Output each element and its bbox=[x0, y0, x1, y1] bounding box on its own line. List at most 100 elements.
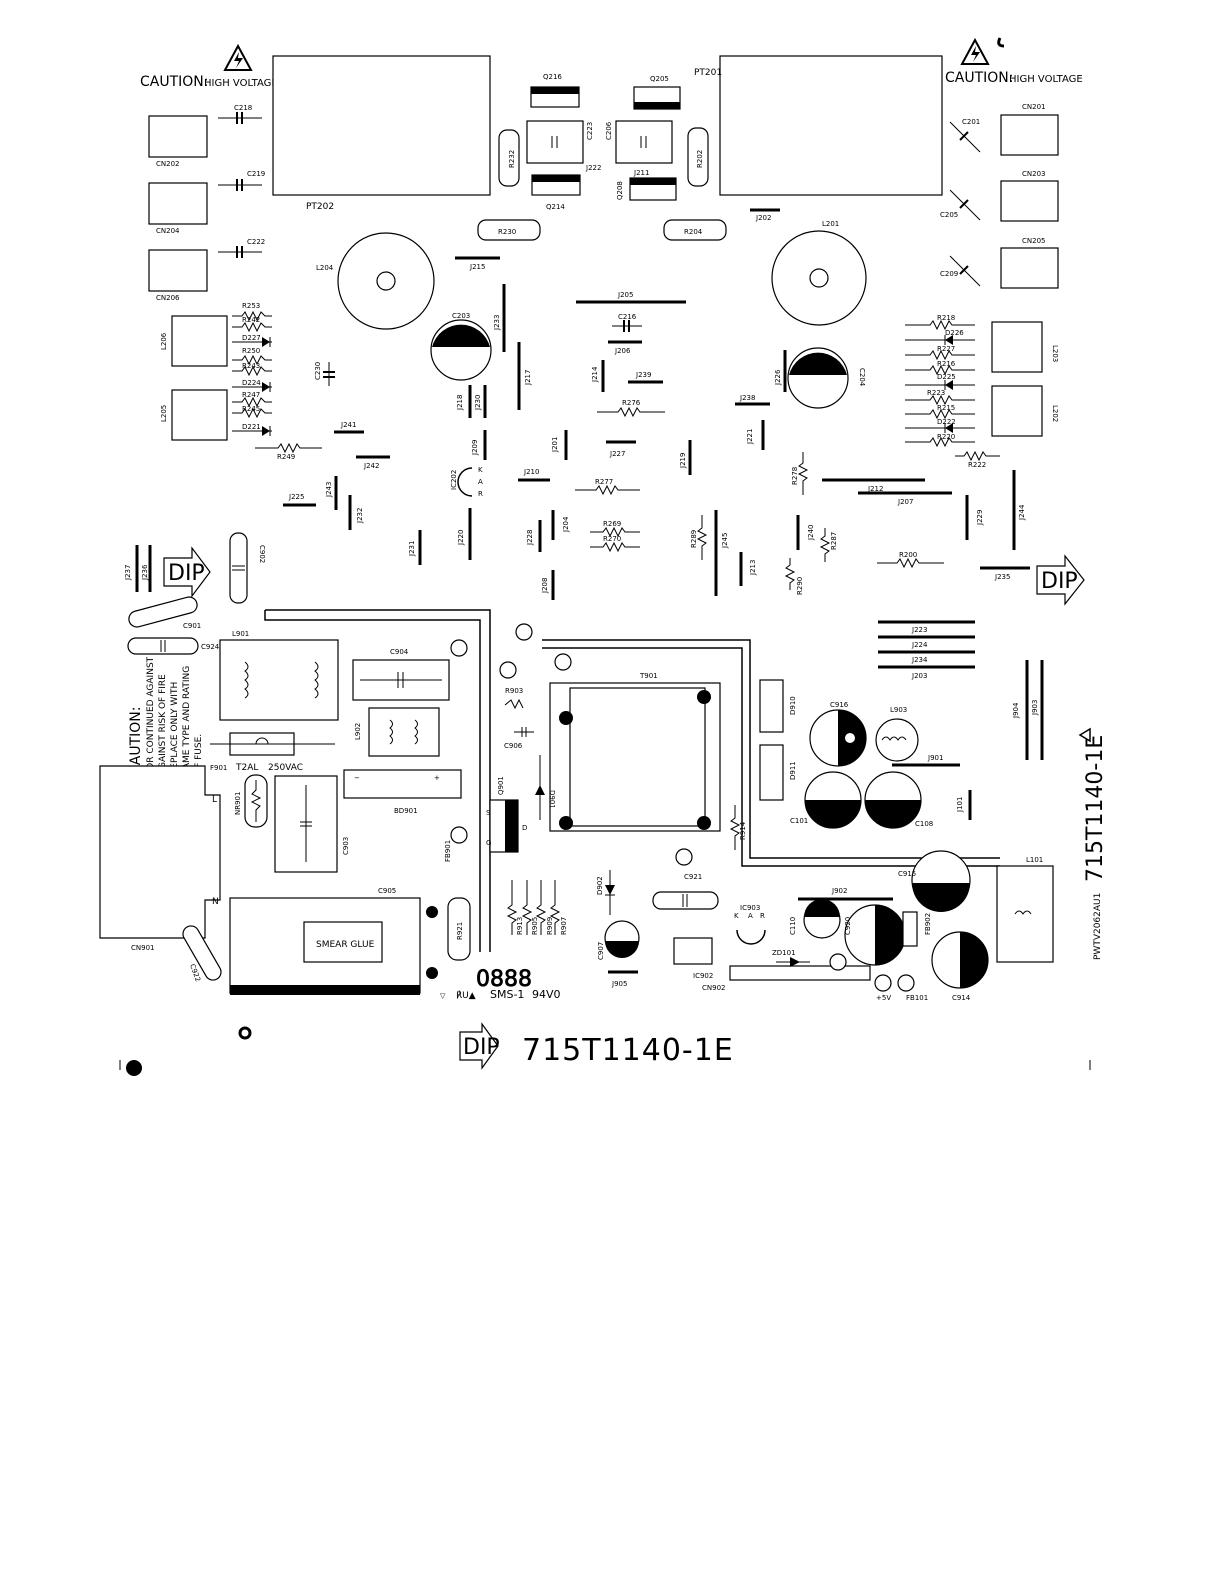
caution-right-title: CAUTION: bbox=[945, 70, 1014, 86]
capacitor-c230: C230 bbox=[314, 362, 335, 386]
svg-text:CN901: CN901 bbox=[131, 944, 155, 952]
capacitor-c108: C914 bbox=[931, 931, 989, 1002]
svg-text:R287: R287 bbox=[830, 532, 838, 550]
svg-text:NR901: NR901 bbox=[234, 792, 242, 815]
connector-cn201: CN201 bbox=[1000, 103, 1059, 156]
svg-text:J243: J243 bbox=[325, 482, 333, 498]
jumper-j235: J235 bbox=[980, 566, 1030, 581]
svg-text:R204: R204 bbox=[684, 228, 703, 236]
svg-text:J225: J225 bbox=[288, 493, 304, 501]
svg-text:J226: J226 bbox=[774, 369, 782, 386]
svg-text:J201: J201 bbox=[551, 437, 559, 453]
svg-text:L204: L204 bbox=[316, 264, 334, 272]
svg-text:C903: C903 bbox=[342, 837, 350, 855]
svg-text:+: + bbox=[434, 774, 440, 782]
jumper-j243: J243 bbox=[325, 476, 338, 510]
part-number: 715T1140-1E bbox=[522, 1033, 734, 1068]
svg-text:J237: J237 bbox=[124, 565, 132, 581]
svg-text:R914: R914 bbox=[739, 821, 747, 840]
right-rd-network: R218 D226 R227 R216 D225 R223 R215 D222 … bbox=[905, 314, 975, 448]
caution-right-subtitle: HIGH VOLTAGE bbox=[1009, 74, 1083, 85]
svg-text:J230: J230 bbox=[474, 395, 482, 411]
svg-text:R200: R200 bbox=[899, 551, 917, 559]
capacitor-c903: C903 bbox=[274, 775, 350, 873]
svg-text:C203: C203 bbox=[452, 312, 470, 320]
svg-text:C905: C905 bbox=[378, 887, 396, 895]
diode-zd101: ZD101 bbox=[772, 949, 810, 967]
transistor-q205: Q205 bbox=[633, 75, 681, 110]
jumper-j905: J905 bbox=[608, 970, 638, 988]
svg-text:J219: J219 bbox=[679, 453, 687, 469]
svg-text:J232: J232 bbox=[356, 508, 364, 524]
svg-text:R903: R903 bbox=[505, 687, 523, 695]
svg-text:715T1140-1E: 715T1140-1E bbox=[1083, 735, 1108, 882]
svg-text:L101: L101 bbox=[1026, 856, 1043, 864]
svg-text:J207: J207 bbox=[897, 498, 913, 506]
resistor-r269: R269 bbox=[590, 520, 640, 538]
jumper-j240: J240 bbox=[796, 515, 815, 550]
svg-text:J245: J245 bbox=[721, 533, 729, 549]
svg-text:C904: C904 bbox=[390, 648, 409, 656]
jumper-j901: J901 bbox=[892, 754, 960, 767]
svg-text:J224: J224 bbox=[911, 641, 928, 649]
svg-text:R921: R921 bbox=[456, 922, 464, 940]
capacitor-c901: C901 bbox=[128, 596, 201, 630]
jumper-j225: J225 bbox=[283, 493, 316, 507]
svg-text:CAUTION:: CAUTION: bbox=[128, 707, 144, 776]
svg-text:R223: R223 bbox=[927, 389, 945, 397]
svg-text:J217: J217 bbox=[524, 370, 532, 386]
svg-text:C901: C901 bbox=[183, 622, 201, 630]
jumper-j238: J238 bbox=[735, 394, 770, 406]
svg-text:J220: J220 bbox=[457, 530, 465, 546]
inductor-l101: L101 bbox=[996, 856, 1054, 963]
svg-text:J223: J223 bbox=[911, 626, 927, 634]
svg-text:+5V: +5V bbox=[876, 994, 891, 1002]
capacitor-c904: C904 bbox=[352, 648, 450, 701]
svg-text:CN204: CN204 bbox=[156, 227, 180, 235]
resistor-r278: R278 bbox=[791, 452, 809, 495]
svg-text:0888: 0888 bbox=[476, 967, 532, 992]
svg-text:C902: C902 bbox=[258, 545, 266, 563]
svg-text:CN202: CN202 bbox=[156, 160, 180, 168]
capacitor-c902: C902 bbox=[229, 532, 266, 604]
svg-text:D227: D227 bbox=[242, 334, 261, 342]
svg-text:K: K bbox=[478, 466, 483, 474]
resistor-r276: R276 bbox=[597, 399, 665, 418]
svg-text:C110: C110 bbox=[789, 917, 797, 935]
svg-text:J202: J202 bbox=[755, 214, 771, 222]
capacitor-c916: C108 bbox=[864, 771, 933, 829]
fire-caution: CAUTION: FOR CONTINUED AGAINST AGAINST R… bbox=[128, 656, 204, 775]
capacitor-c204: C204 bbox=[787, 347, 866, 409]
svg-text:J901: J901 bbox=[927, 754, 943, 762]
bridge-bd901: −+ BD901 bbox=[343, 769, 462, 815]
svg-text:R218: R218 bbox=[937, 314, 955, 322]
bottom-marking: DIP 715T1140-1E bbox=[459, 1022, 734, 1070]
svg-text:SMS-1: SMS-1 bbox=[490, 988, 524, 1001]
svg-text:CN902: CN902 bbox=[702, 984, 726, 992]
svg-text:J903: J903 bbox=[1031, 700, 1039, 716]
svg-text:R289: R289 bbox=[690, 530, 698, 548]
side-part-number: PWTV2062AU1 715T1140-1E bbox=[1083, 735, 1108, 960]
jumper-j203: J203 bbox=[878, 665, 975, 680]
jumper-j234: J234 bbox=[878, 650, 975, 664]
svg-text:C907: C907 bbox=[597, 942, 605, 960]
svg-text:R277: R277 bbox=[595, 478, 613, 486]
svg-text:R216: R216 bbox=[937, 360, 956, 368]
resistor-r270: R270 bbox=[590, 535, 640, 553]
capacitor-c915: C916 bbox=[809, 701, 867, 767]
svg-text:G: G bbox=[486, 839, 491, 847]
jumper-j903: J903 bbox=[1031, 660, 1044, 760]
svg-text:J203: J203 bbox=[911, 672, 927, 680]
capacitor-c203: C203 bbox=[430, 312, 492, 381]
svg-text:C201: C201 bbox=[962, 118, 980, 126]
svg-text:C924: C924 bbox=[201, 643, 220, 651]
svg-text:L201: L201 bbox=[822, 220, 839, 228]
capacitor-c222: C222 bbox=[218, 238, 265, 258]
resistor-r204: R204 bbox=[663, 219, 727, 241]
transistor-q208: Q208 bbox=[616, 177, 677, 201]
svg-text:D: D bbox=[522, 824, 527, 832]
jumper-j239: J239 bbox=[628, 371, 663, 384]
svg-text:Q216: Q216 bbox=[543, 73, 562, 81]
svg-text:CN205: CN205 bbox=[1022, 237, 1046, 245]
capacitor-c216: C216 bbox=[612, 313, 642, 332]
